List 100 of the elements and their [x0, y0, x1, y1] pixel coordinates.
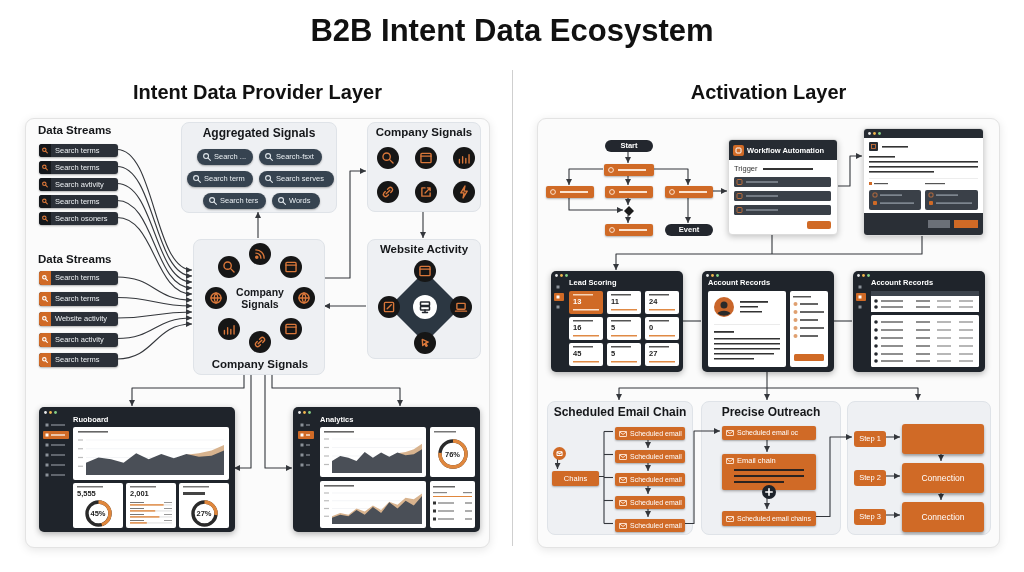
- arrow: [264, 373, 293, 471]
- account-table-window: [853, 271, 985, 372]
- arrow: [625, 174, 631, 186]
- email-step-box: [615, 427, 685, 440]
- dashboard-window: [39, 407, 235, 532]
- diagram-title: B2B Intent Data Ecosystem: [310, 13, 714, 49]
- arrow: [616, 387, 768, 401]
- signal-tag: [259, 171, 334, 187]
- arrow: [836, 153, 863, 187]
- form-window: [863, 128, 984, 236]
- process-box: [665, 186, 713, 198]
- arrow: [625, 214, 631, 224]
- signal-tag: [272, 193, 320, 209]
- hub-label: Company Signals: [235, 286, 285, 310]
- data-stream-tag: [39, 291, 118, 306]
- arrow: [116, 321, 193, 360]
- signal-tag: [203, 193, 266, 209]
- data-stream-tag: [39, 271, 118, 285]
- arrow: [233, 373, 252, 471]
- arrow: [711, 188, 728, 194]
- email-step-box: [615, 473, 685, 486]
- section-heading: Data Streams: [38, 253, 112, 265]
- data-stream-tag: [39, 178, 118, 191]
- signal-tag: [187, 171, 253, 187]
- arrow: [323, 168, 367, 279]
- connector-line: [603, 430, 614, 433]
- data-stream-tag: [39, 312, 118, 326]
- arrow: [645, 506, 651, 518]
- lead-scoring-window: [551, 271, 683, 372]
- email-step-box: [615, 496, 685, 509]
- arrow: [645, 460, 651, 472]
- arrow: [566, 168, 604, 186]
- data-stream-tag: [39, 353, 118, 367]
- section-panel: [701, 401, 841, 535]
- connector-line: [603, 522, 614, 525]
- arrow: [652, 168, 691, 186]
- website-activity-panel: [367, 239, 481, 359]
- arrow: [883, 473, 901, 479]
- panel-heading: Intent Data Provider Layer: [133, 81, 382, 104]
- section-heading: Data Streams: [38, 124, 112, 136]
- connector-line: [766, 370, 768, 389]
- arrow: [938, 490, 944, 501]
- arrow: [554, 457, 561, 470]
- outreach-step-box: Connection: [902, 502, 984, 532]
- signal-group-panel: [367, 122, 481, 212]
- plus-circle-icon: [762, 485, 776, 499]
- envelope-circle-icon: [553, 447, 566, 460]
- section-heading: Website Activity: [379, 243, 469, 255]
- arrow: [764, 387, 770, 401]
- connector-line: [681, 320, 702, 322]
- data-stream-tag: [39, 212, 118, 225]
- arrow: [625, 150, 631, 164]
- arrow: [764, 437, 770, 453]
- connector-line: [603, 453, 614, 456]
- signal-tag: [259, 149, 322, 165]
- arrow: [116, 216, 193, 296]
- data-stream-tag: [39, 195, 118, 208]
- email-step-box: [615, 450, 685, 463]
- arrow: [116, 309, 193, 319]
- email-step-box: [615, 519, 685, 532]
- workflow-window: [728, 139, 838, 235]
- arrow: [813, 434, 853, 518]
- section-heading: Company Signals: [375, 126, 473, 138]
- arrow: [764, 496, 770, 510]
- outreach-step-box: [902, 424, 984, 454]
- section-heading: Scheduled Email Chain: [553, 405, 687, 419]
- signal-hub-panel: [193, 239, 325, 375]
- arrow: [116, 315, 193, 340]
- account-record-window: [702, 271, 834, 372]
- process-box: [546, 186, 594, 198]
- signal-group-panel: [181, 122, 337, 213]
- arrow: [420, 210, 426, 239]
- arrow: [323, 303, 367, 309]
- process-box: [605, 186, 653, 198]
- process-box: [605, 224, 653, 236]
- section-panel: [547, 401, 693, 535]
- arrow: [685, 196, 691, 224]
- junction-diamond: [624, 206, 634, 216]
- data-stream-tag: [39, 332, 118, 347]
- section-panel: [847, 401, 991, 535]
- connector-line: [603, 499, 614, 502]
- panel-heading: Activation Layer: [690, 81, 847, 104]
- arrow: [116, 296, 193, 309]
- connector-line: [603, 476, 614, 479]
- connector-line: [832, 320, 853, 322]
- outreach-step-box: Connection: [902, 463, 984, 493]
- arrow: [568, 196, 624, 213]
- data-stream-tag: [39, 144, 118, 157]
- arrow: [116, 165, 193, 278]
- process-box: [604, 164, 654, 176]
- arrow: [116, 199, 193, 290]
- hub-caption: Company Signals: [211, 358, 309, 370]
- arrow: [116, 182, 193, 284]
- arrow: [116, 148, 193, 272]
- arrow: [883, 434, 901, 440]
- signal-tag: [197, 149, 253, 165]
- analytics-window: [293, 407, 480, 532]
- connector-line: [596, 430, 605, 525]
- arrow: [766, 387, 921, 401]
- section-heading: Aggregated Signals: [202, 126, 316, 140]
